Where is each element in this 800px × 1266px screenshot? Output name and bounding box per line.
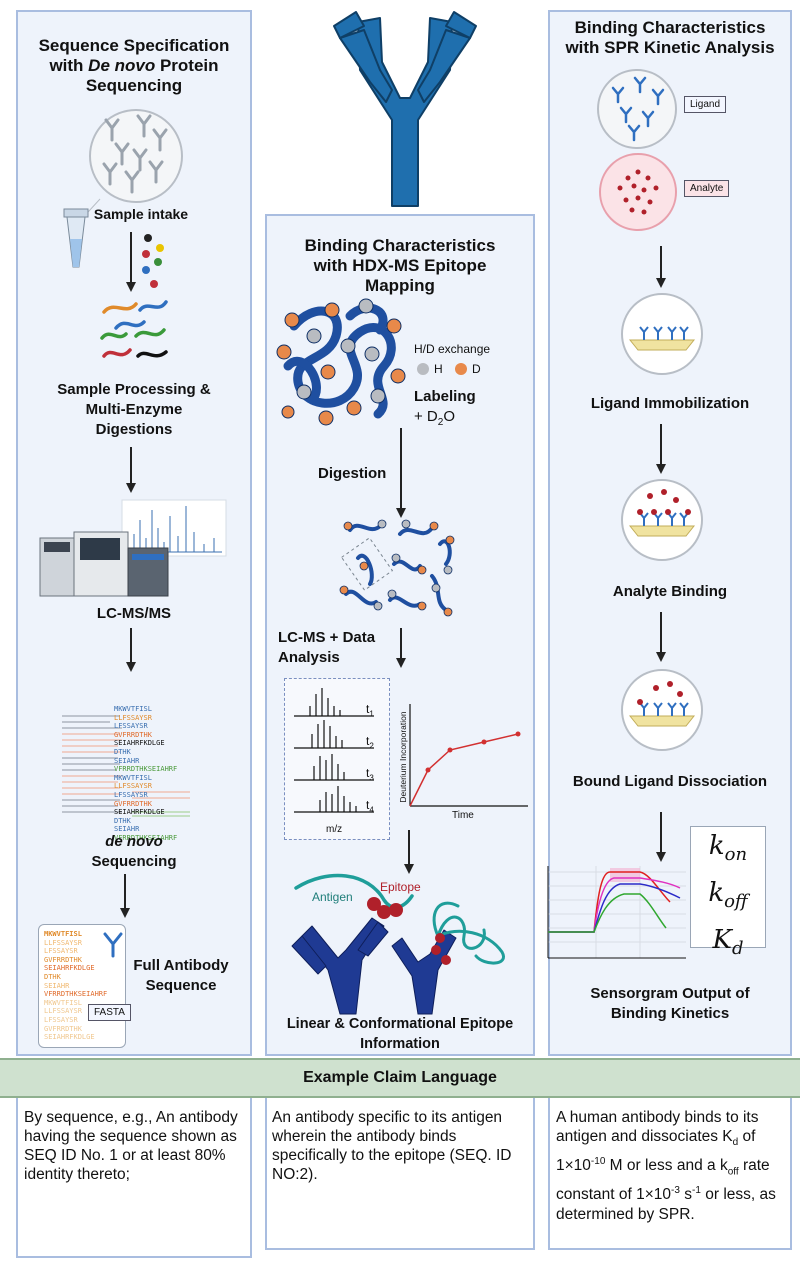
right-claim-text: A human antibody binds to its antigen an… (556, 1109, 776, 1223)
arrow-down-icon (656, 812, 666, 862)
tube-icon (63, 198, 101, 268)
digested-peptides-icon (339, 519, 455, 617)
ligand-tag: Ligand (684, 96, 727, 113)
h-dot-icon (417, 363, 429, 375)
fasta-document (38, 924, 126, 1048)
d2o-label: + D2O (414, 408, 455, 428)
hd-exchange-label: H/D exchange (414, 342, 491, 356)
alignment-map-icon (62, 715, 190, 817)
t3-label: t3 (366, 766, 374, 783)
deuterium-uptake-plot (409, 704, 528, 807)
peptide-sequence-list: MKWVTFISL LLFSSAYSR LFSSAYSR GVFRRDTHK S… (114, 705, 178, 842)
lcms-instrument-icon (39, 499, 227, 597)
antigen-epitope-icon (291, 873, 505, 1015)
sensorgram-plot (547, 866, 686, 959)
spectra-box (284, 678, 390, 840)
central-antibody-icon (333, 11, 477, 207)
peptide-fragments-icon (100, 300, 168, 358)
labeling-label: Labeling (414, 388, 476, 405)
analyte-binding-icon (621, 479, 703, 561)
dissociation-label: Bound Ligand Dissociation (572, 773, 768, 790)
right-claim-box (548, 1098, 792, 1250)
left-title: Sequence Specification with De novo Prot… (38, 36, 230, 95)
epitope-label: Epitope (380, 880, 421, 894)
middle-claim-box (265, 1098, 535, 1250)
time-axis-label: Time (452, 810, 474, 821)
immobilization-label: Ligand Immobilization (590, 395, 750, 412)
koff-symbol: koff (708, 878, 748, 913)
digestion-label: Digestion (318, 465, 387, 482)
arrow-down-icon (126, 447, 136, 493)
ligand-circle-icon (597, 69, 677, 149)
analyte-binding-label: Analyte Binding (612, 583, 728, 600)
left-claim-box (16, 1098, 252, 1258)
fasta-sequence-lines: MKWVTFISL LLFSSAYSR LFSSAYSR GVFRRDTHK S… (44, 930, 108, 1042)
claim-language-header: Example Claim Language (0, 1058, 800, 1098)
fasta-tag: FASTA (88, 1004, 131, 1021)
enzymes-icon (142, 234, 164, 288)
d-dot-icon (455, 363, 467, 375)
t4-label: t4 (366, 798, 374, 815)
kon-symbol: kon (708, 831, 748, 866)
arrow-down-icon (396, 428, 406, 518)
arrow-down-icon (120, 874, 130, 918)
mass-spectra-icon (294, 688, 374, 813)
protein-hdx-icon (276, 298, 406, 426)
kinetic-constants-box: kon koff Kd (690, 826, 766, 960)
kd-symbol: Kd (712, 925, 744, 960)
deuterium-axis-label: Deuterium Incorporation (398, 711, 408, 803)
arrow-down-icon (126, 628, 136, 672)
sample-circle-icon (89, 109, 183, 203)
t1-label: t1 (366, 702, 374, 719)
analyte-circle-icon (599, 153, 677, 231)
arrow-down-icon (656, 246, 666, 288)
antibody-small-icon (103, 932, 123, 958)
arrow-down-icon (404, 830, 414, 874)
arrow-down-icon (396, 628, 406, 668)
arrow-down-icon (656, 612, 666, 662)
immobilization-icon (621, 293, 703, 375)
dissociation-icon (621, 669, 703, 751)
h-label: H (434, 362, 443, 376)
analyte-tag: Analyte (684, 180, 730, 197)
d-label: D (472, 362, 481, 376)
arrow-down-icon (126, 232, 136, 292)
left-claim-text: By sequence, e.g., An antibody having th… (24, 1109, 238, 1183)
arrow-down-icon (656, 424, 666, 474)
t2-label: t2 (366, 734, 374, 751)
lcms-label: LC-MS/MS (96, 605, 172, 622)
mz-label: m/z (326, 824, 343, 835)
sample-intake-label: Sample intake (93, 206, 189, 222)
antigen-label: Antigen (312, 890, 353, 904)
middle-claim-text: An antibody specific to its antigen wher… (272, 1109, 512, 1183)
